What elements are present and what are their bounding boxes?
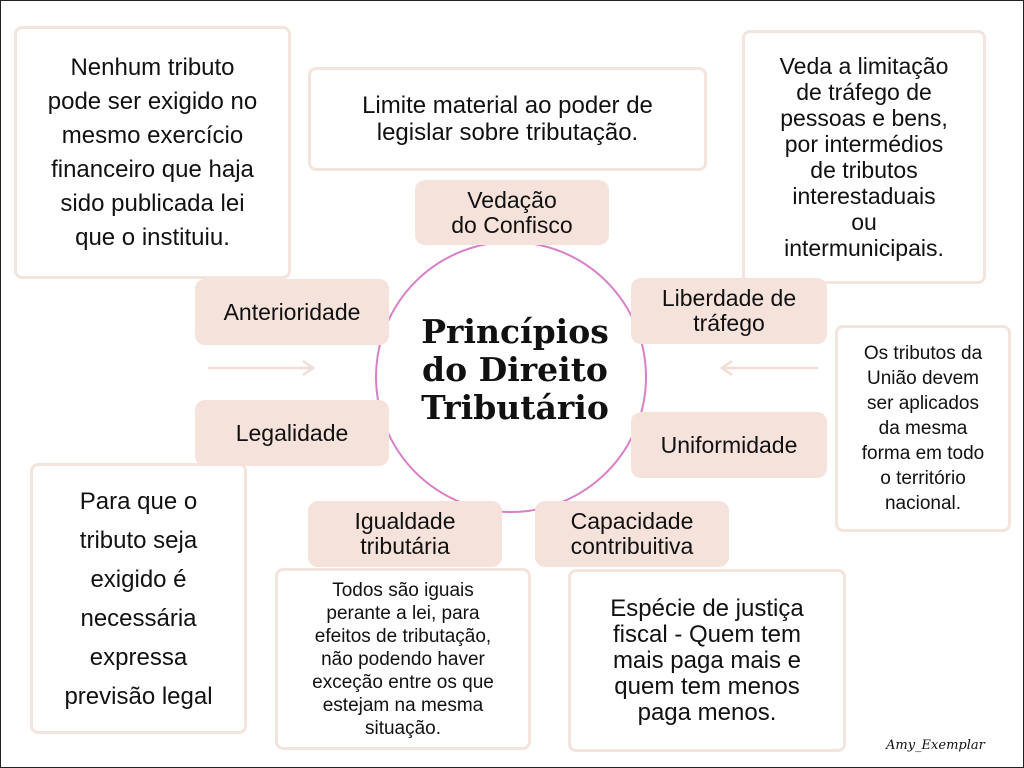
principle-vedacao: Vedação do Confisco	[415, 180, 609, 245]
arrow-right-icon	[208, 359, 316, 377]
description-capacidade: Espécie de justiça fiscal - Quem tem mai…	[568, 569, 846, 752]
principle-uniformidade: Uniformidade	[631, 412, 827, 478]
principle-legalidade: Legalidade	[195, 400, 389, 466]
description-igualdade: Todos são iguais perante a lei, para efe…	[275, 568, 531, 750]
description-liberdade: Veda a limitação de tráfego de pessoas e…	[742, 30, 986, 284]
principle-liberdade: Liberdade de tráfego	[631, 278, 827, 344]
arrow-left-icon	[719, 359, 818, 377]
description-vedacao: Limite material ao poder de legislar sob…	[308, 67, 707, 171]
diagram-title: Princípios do Direito Tributário	[421, 312, 609, 427]
principle-capacidade: Capacidade contribuitiva	[535, 501, 729, 567]
description-legalidade: Para que o tributo seja exigido é necess…	[30, 463, 247, 734]
description-uniformidade: Os tributos da União devem ser aplicados…	[835, 325, 1011, 532]
description-anterioridade: Nenhum tributo pode ser exigido no mesmo…	[14, 26, 291, 279]
principle-igualdade: Igualdade tributária	[308, 501, 502, 567]
signature: Amy_Exemplar	[886, 738, 985, 753]
principle-anterioridade: Anterioridade	[195, 279, 389, 345]
